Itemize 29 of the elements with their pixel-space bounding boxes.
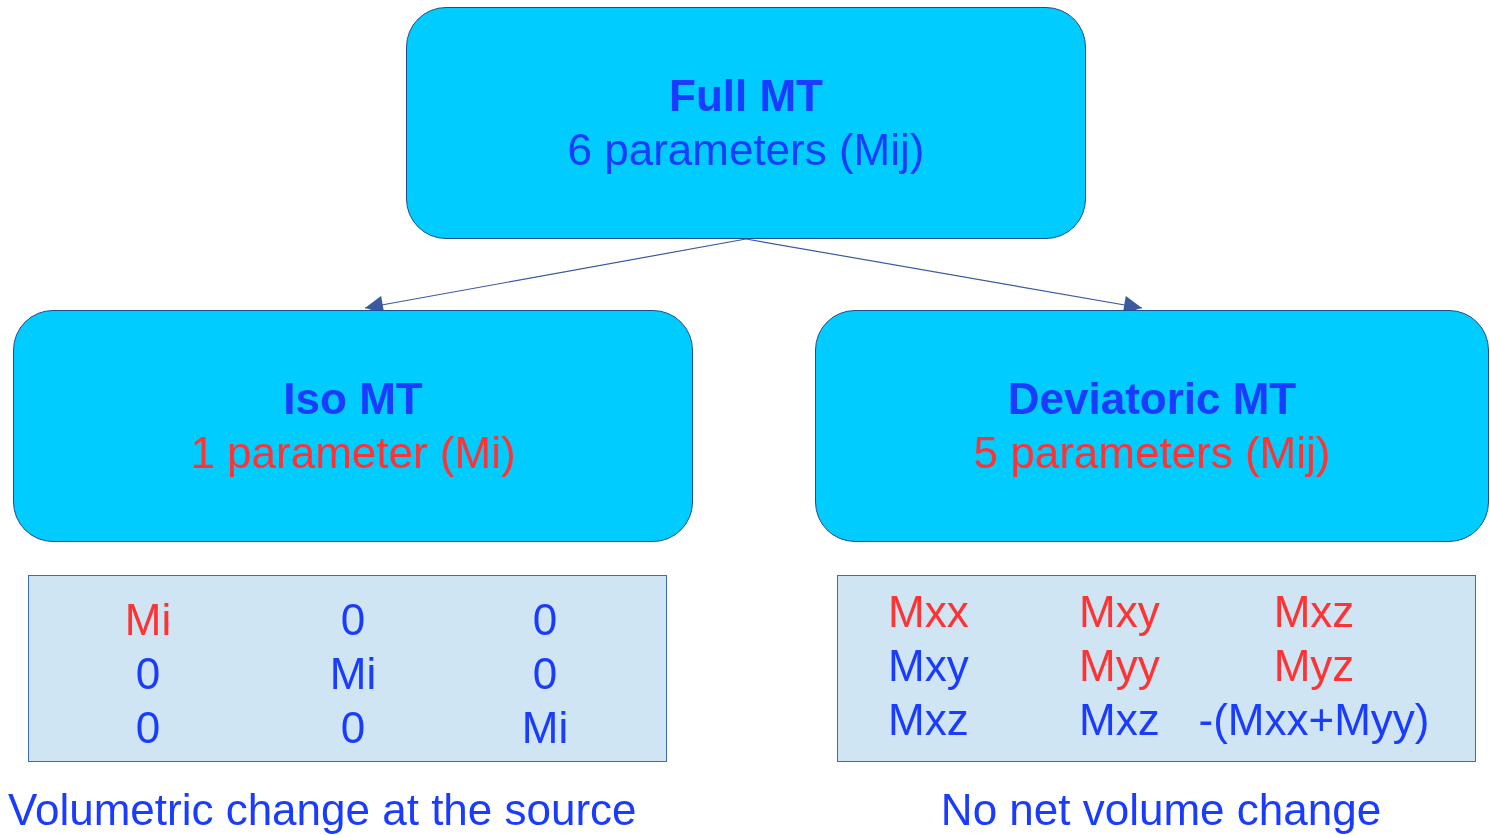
parameter-count: 6 parameters (Mij) [567,124,925,176]
parameter-count: 1 parameter (Mi) [190,427,516,479]
box-heading: Full MT [669,70,823,122]
category-box [406,7,1086,239]
box-heading: Iso MT [283,373,423,425]
parameter-count: 5 parameters (Mij) [973,427,1331,479]
matrix-entry: 0 [340,703,366,753]
node-label: Volumetric change at the source [8,785,637,835]
matrix-entry: 0 [532,595,558,645]
matrix-entry: Mxx [888,587,969,637]
category-box [815,310,1489,542]
matrix-entry: Myz [1273,641,1355,691]
matrix-entry: 0 [135,703,161,753]
matrix-entry: Mxz [1079,695,1160,745]
matrix-entry: 0 [135,649,161,699]
matrix-entry: Mxz [1273,587,1355,637]
box-heading: Deviatoric MT [1007,373,1297,425]
matrix-entry: Mi [329,649,377,699]
matrix-entry: 0 [340,595,366,645]
matrix-entry: Mxy [888,641,969,691]
matrix-entry: Mi [521,703,569,753]
node-label: No net volume change [940,785,1382,835]
matrix-entry: Myy [1079,641,1160,691]
matrix-entry: 0 [532,649,558,699]
matrix-entry: Mxz [888,695,969,745]
matrix-entry: Mxy [1079,587,1160,637]
matrix-entry: -(Mxx+Myy) [1198,695,1430,745]
matrix-entry: Mi [124,595,172,645]
category-box [13,310,693,542]
